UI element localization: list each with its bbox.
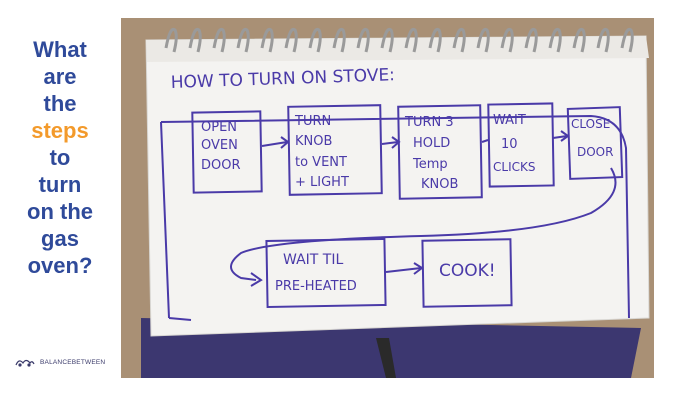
spiral-ring: [452, 27, 466, 53]
spiral-ring: [332, 27, 346, 53]
step-1-line-1: OPEN: [201, 120, 237, 135]
spiral-ring: [284, 27, 298, 53]
step-1-line-3: DOOR: [201, 158, 241, 173]
step-2-line-1: TURN: [294, 114, 331, 129]
step-boxes: [191, 102, 624, 309]
step-texts: OPEN OVEN DOOR TURN KNOB to VENT + LIGHT…: [201, 113, 613, 294]
balance-logo-icon: [15, 359, 35, 367]
title-line: oven?: [27, 253, 93, 278]
title-line: are: [43, 64, 77, 89]
step-4-line-2: 10: [501, 137, 518, 152]
step-1-line-2: OVEN: [201, 138, 238, 153]
step-5-line-2: DOOR: [577, 145, 613, 159]
notebook-drawing: HOW TO TURN ON STOVE: OPEN OVE: [121, 18, 654, 378]
step-4-line-3: CLICKS: [493, 160, 535, 174]
spiral-ring: [356, 27, 370, 53]
question-title: What are the steps to turn on the gas ov…: [0, 36, 120, 279]
step-6-line-1: WAIT TIL: [283, 252, 343, 268]
title-line: the: [43, 91, 77, 116]
notebook-photo: HOW TO TURN ON STOVE: OPEN OVE: [121, 18, 654, 378]
title-line: on the: [27, 199, 93, 224]
title-line: gas: [41, 226, 79, 251]
spiral-ring: [596, 27, 610, 53]
spiral-ring: [260, 27, 274, 53]
title-line: to: [49, 145, 71, 170]
flow-arrows: [261, 130, 570, 275]
step-5-line-1: CLOSE: [571, 117, 610, 131]
spiral-ring: [308, 27, 322, 53]
title-panel: What are the steps to turn on the gas ov…: [0, 0, 120, 402]
spiral-ring: [404, 27, 418, 53]
spiral-ring: [500, 27, 514, 53]
spiral-ring: [572, 27, 586, 53]
step-3-line-1: TURN 3: [404, 115, 454, 130]
step-3-line-4: KNOB: [421, 177, 458, 192]
step-3-line-2: HOLD: [413, 136, 450, 151]
spiral-ring: [548, 27, 562, 53]
spiral-ring: [164, 27, 178, 53]
spiral-binding: [164, 27, 634, 53]
spiral-ring: [188, 27, 202, 53]
spiral-ring: [620, 27, 634, 53]
title-line: turn: [38, 172, 82, 197]
step-4-line-1: WAIT: [493, 113, 526, 128]
title-line: What: [33, 37, 87, 62]
spiral-ring: [212, 27, 226, 53]
spiral-ring: [428, 27, 442, 53]
step-6-line-2: PRE-HEATED: [275, 279, 357, 294]
step-7-line-1: COOK!: [439, 261, 496, 281]
spiral-ring: [380, 27, 394, 53]
step-2-line-4: + LIGHT: [295, 175, 349, 190]
step-2-line-3: to VENT: [295, 155, 347, 170]
step-3-line-3: Temp: [412, 157, 448, 172]
spiral-ring: [524, 27, 538, 53]
spiral-ring: [236, 27, 250, 53]
step-2-line-2: KNOB: [295, 134, 332, 149]
spiral-ring: [476, 27, 490, 53]
brand-name: BALANCEBETWEEN: [40, 358, 106, 366]
title-accent-word: steps: [31, 118, 89, 143]
brand-logo: BALANCEBETWEEN: [14, 356, 105, 368]
